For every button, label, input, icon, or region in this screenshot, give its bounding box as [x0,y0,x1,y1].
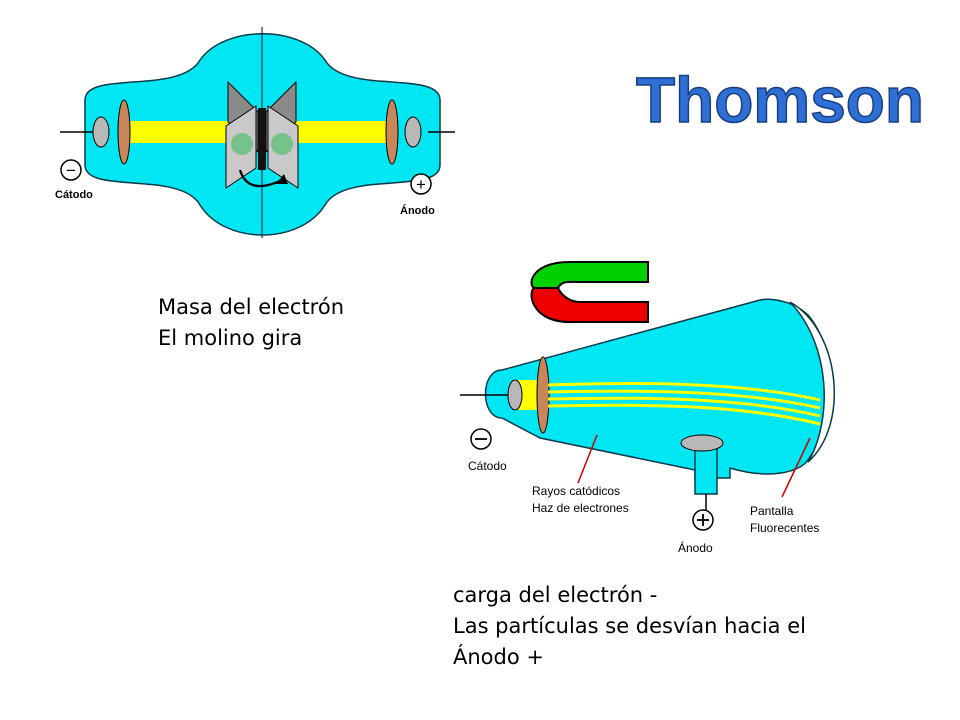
ray-1 [547,382,821,402]
anode-disk [680,434,724,452]
anode-cap [404,116,422,148]
cathode-cap-bottom [507,379,523,411]
page-title: Thomson [636,64,924,136]
anode-stem [694,447,718,495]
beam-left [118,121,230,143]
ray-4 [547,403,821,426]
rotation-arrowhead [276,174,288,184]
paddle-axle [258,108,266,170]
electrode-right [385,99,399,165]
ray-2 [547,389,821,410]
rays-pointer [577,434,598,484]
ray-3 [547,396,821,418]
anode-sign-top: + [416,175,426,194]
magnet-north-pole [530,261,649,289]
magnet-south-pole [530,287,649,323]
cathode-minus-icon [60,159,82,181]
caption-charge-line1: carga del electrón - [453,583,658,607]
cathode-cap [92,116,110,148]
beam-right [294,121,394,143]
caption-mass-line2: El molino gira [158,326,303,350]
impact-spot-right [271,133,293,155]
screen-label-line2: Fluorecentes [750,521,819,535]
cathode-sign-top: − [66,161,76,180]
caption-charge-line3: Ánodo + [453,645,544,669]
rays-label-line1: Rayos catódicos [532,484,620,498]
screen-pointer [781,437,811,498]
title-wordart: Thomson [635,63,924,137]
rotation-arrow [238,169,283,188]
caption-charge: carga del electrón - Las partículas se d… [453,580,806,673]
screen-label-line1: Pantalla [750,504,794,518]
caption-mass: Masa del electrón El molino gira [158,292,344,354]
anode-plus-icon [410,173,432,195]
cathode-label-bottom: Cátodo [468,459,507,473]
title-container: Thomson [630,60,930,145]
cathode-rays [547,382,821,426]
anode-label-top: Ánodo [400,204,435,217]
electrode-bottom [536,356,550,434]
beam-source [518,380,540,410]
anode-label-bottom: Ánodo [678,540,713,555]
magnet-deflection-diagram: Cátodo Ánodo Rayos catódicos Haz de elec… [460,261,835,555]
impact-spot-left [231,133,253,155]
fluorescent-screen [789,301,835,463]
paddle-wheel-tube-diagram: − + Cátodo Ánodo [55,27,455,238]
electrode-left [117,99,131,165]
rays-label-line2: Haz de electrones [532,501,629,515]
caption-mass-line1: Masa del electrón [158,295,345,319]
caption-charge-line2: Las partículas se desvían hacia el [453,614,806,638]
cathode-label-top: Cátodo [55,189,93,201]
